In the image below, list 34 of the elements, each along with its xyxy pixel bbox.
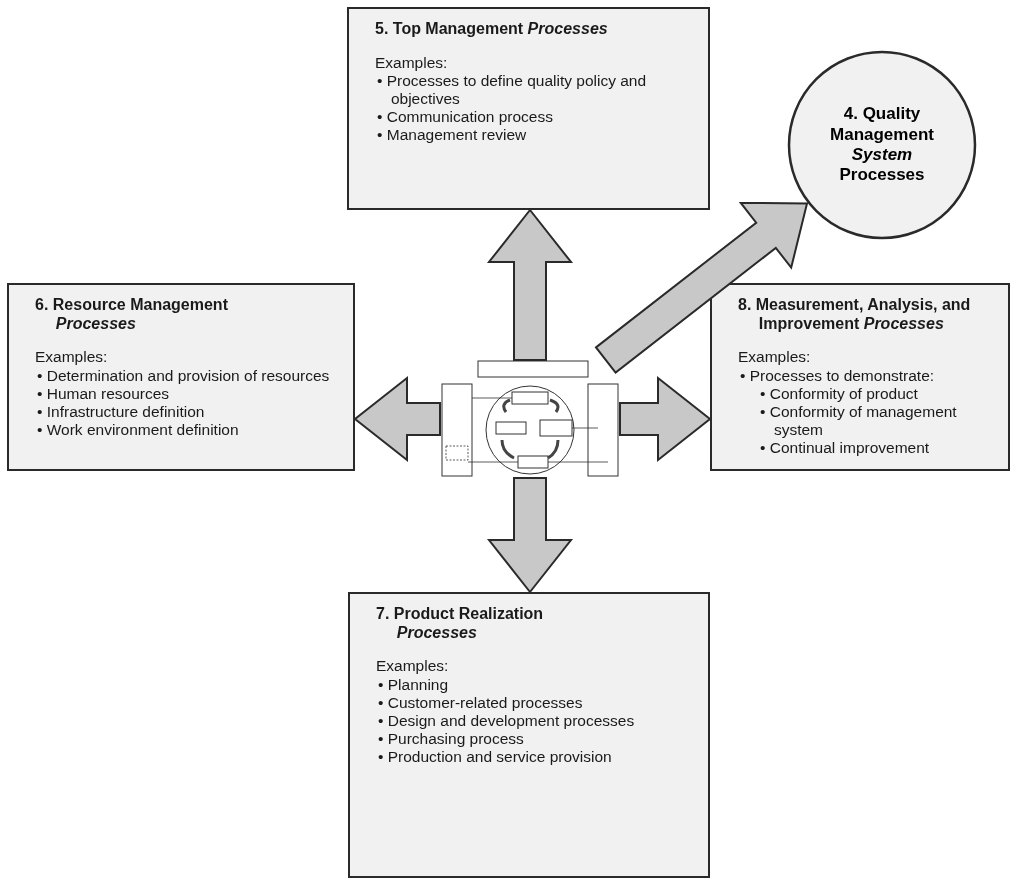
bullet-item: • Processes to define quality policy and objectives	[377, 71, 648, 109]
bullet-item: • Purchasing process	[378, 729, 525, 749]
bullet-item: • Communication process	[377, 108, 554, 127]
bullet-item: • Management review	[377, 126, 528, 145]
bullet-item: • Planning	[378, 675, 450, 694]
examples-label: Examples:	[35, 348, 109, 367]
circle-label: 4. Quality Management System Processes	[829, 104, 935, 186]
bullet-item: • Human resources	[37, 384, 171, 403]
process-box	[7, 283, 355, 471]
sub-bullet-item: • Conformity of product	[760, 384, 919, 403]
bullet-item: • Work environment definition	[37, 420, 240, 440]
bullet-item: • Determination and provision of resources	[37, 366, 331, 385]
block-arrow	[486, 477, 574, 594]
examples-label: Examples:	[738, 348, 812, 367]
process-box	[347, 7, 710, 210]
box-heading: 6. Resource Management Processes	[35, 296, 229, 334]
process-box	[710, 283, 1010, 471]
box-heading: 7. Product Realization Processes	[376, 605, 545, 643]
bullet-item: • Processes to demonstrate:	[740, 366, 936, 385]
block-arrow	[486, 208, 574, 361]
box-heading: 5. Top Management Processes	[375, 20, 609, 39]
bullet-item: • Design and development processes	[378, 711, 636, 730]
box-heading: 8. Measurement, Analysis, and Improvement Processes	[738, 296, 972, 334]
bullet-item: • Production and service provision	[378, 748, 613, 767]
examples-label: Examples:	[375, 53, 449, 72]
process-box	[348, 592, 710, 878]
sub-bullet-item: • Continual improvement	[760, 439, 931, 458]
block-arrow	[594, 201, 809, 374]
block-arrow	[619, 375, 712, 463]
block-arrow	[353, 375, 441, 463]
examples-label: Examples:	[376, 657, 450, 676]
sub-bullet-item: • Conformity of management system	[760, 402, 958, 440]
bullet-item: • Infrastructure definition	[37, 402, 206, 421]
bullet-item: • Customer-related processes	[378, 693, 584, 712]
